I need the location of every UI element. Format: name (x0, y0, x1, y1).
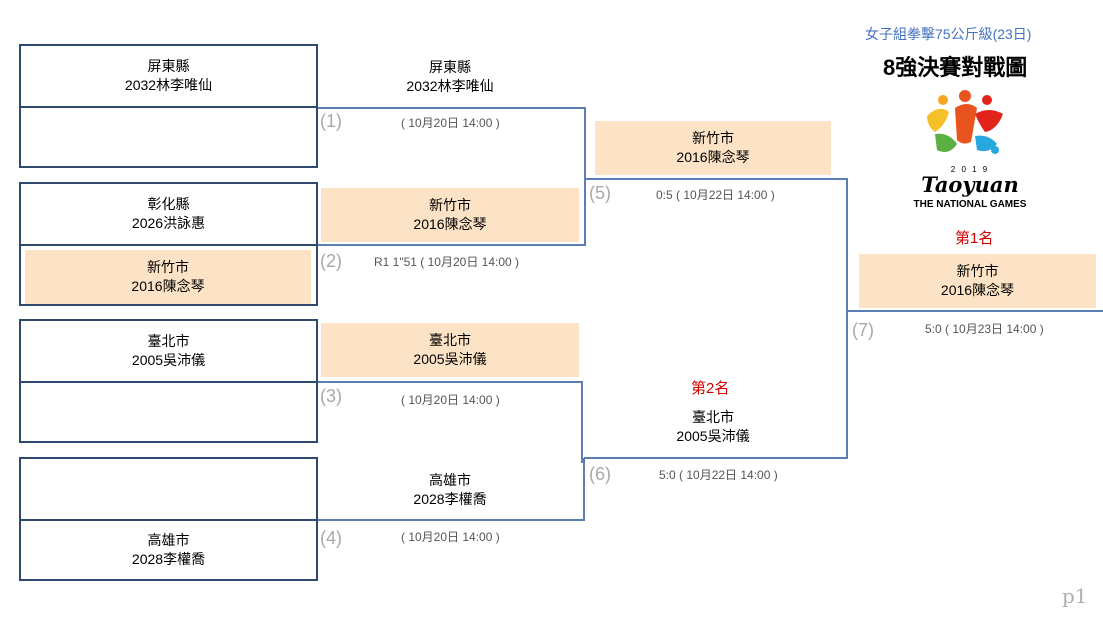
match-result: ( 10月20日 14:00 ) (401, 530, 500, 544)
competitor-county: 臺北市 (147, 333, 190, 349)
final-winner-slot: 新竹市 2016陳念琴 (859, 254, 1096, 308)
bracket-line (846, 178, 848, 459)
match-number: (5) (589, 183, 611, 203)
bracket-title: 8強決賽對戰圖 (883, 55, 1028, 80)
competitor-county: 屏東縣 (429, 59, 471, 75)
logo-year: 2 0 1 9 (950, 165, 990, 174)
bracket-line (847, 310, 1103, 312)
taoyuan-logo: 2 0 1 9 Taoyuan THE NATIONAL GAMES (905, 86, 1035, 214)
bracket-line (584, 178, 847, 180)
logo-wordmark: Taoyuan (921, 172, 1019, 197)
match-result: 0:5 ( 10月22日 14:00 ) (656, 188, 775, 202)
competitor-county: 新竹市 (429, 197, 471, 213)
bracket-line (318, 107, 584, 109)
competitor-name: 2032林李唯仙 (124, 77, 213, 93)
competitor-slot: 高雄市 2028李權喬 (21, 521, 316, 579)
round2-slot: 高雄市 2028李權喬 (320, 469, 580, 511)
match-number: (1) (320, 111, 342, 131)
bracket-subtitle: 女子組拳擊75公斤級(23日) (865, 26, 1032, 42)
bracket-line (318, 244, 584, 246)
bracket-line (584, 107, 586, 246)
match-result: R1 1"51 ( 10月20日 14:00 ) (374, 255, 520, 269)
match-result: 5:0 ( 10月23日 14:00 ) (925, 322, 1044, 336)
match-result: 5:0 ( 10月22日 14:00 ) (659, 468, 778, 482)
bracket-line (583, 458, 585, 521)
competitor-name: 2016陳念琴 (940, 282, 1015, 298)
page-label: p1 (1062, 584, 1088, 608)
competitor-name: 2016陳念琴 (413, 216, 487, 232)
round2-slot-winner: 新竹市 2016陳念琴 (321, 188, 579, 242)
competitor-name: 2016陳念琴 (676, 149, 750, 165)
competitor-name: 2005吳沛儀 (131, 352, 206, 368)
competitor-county: 新竹市 (147, 259, 189, 275)
round2-slot: 屏東縣 2032林李唯仙 (320, 56, 580, 98)
logo-caption: THE NATIONAL GAMES (913, 199, 1027, 210)
mascot-figures-icon (927, 90, 1003, 154)
match-number: (2) (320, 251, 342, 271)
divider (21, 519, 318, 521)
bracket-line (584, 457, 847, 459)
competitor-name: 2032林李唯仙 (406, 78, 494, 94)
divider (21, 244, 318, 246)
competitor-county: 新竹市 (692, 130, 734, 146)
divider (21, 106, 318, 108)
match-number: (7) (852, 320, 874, 340)
competitor-county: 屏東縣 (147, 58, 190, 74)
competitor-slot-winner: 新竹市 2016陳念琴 (25, 250, 311, 304)
competitor-county: 新竹市 (956, 263, 999, 279)
competitor-name: 2026洪詠惠 (131, 215, 206, 231)
competitor-name: 2016陳念琴 (131, 278, 205, 294)
match-result: ( 10月20日 14:00 ) (401, 116, 500, 130)
competitor-slot: 臺北市 2005吳沛儀 (21, 321, 316, 381)
competitor-slot (21, 383, 316, 441)
competitor-slot (21, 108, 316, 166)
competitor-county: 高雄市 (147, 532, 190, 548)
competitor-slot: 屏東縣 2032林李唯仙 (21, 46, 316, 106)
first-place-label: 第1名 (955, 230, 994, 247)
match-number: (3) (320, 386, 342, 406)
competitor-name: 2028李權喬 (131, 551, 206, 567)
competitor-county: 彰化縣 (147, 196, 190, 212)
competitor-name: 2028李權喬 (413, 491, 487, 507)
competitor-slot (21, 459, 316, 519)
competitor-name: 2005吳沛儀 (413, 351, 487, 367)
divider (21, 381, 318, 383)
semifinal-slot: 臺北市 2005吳沛儀 (595, 405, 831, 449)
bracket-line (581, 381, 583, 463)
competitor-slot: 彰化縣 2026洪詠惠 (21, 184, 316, 244)
competitor-county: 高雄市 (429, 472, 471, 488)
second-place-label: 第2名 (691, 380, 730, 397)
competitor-county: 臺北市 (692, 409, 734, 425)
bracket-line (318, 381, 582, 383)
bracket-line (318, 519, 584, 521)
round2-slot-winner: 臺北市 2005吳沛儀 (321, 323, 579, 377)
match-number: (4) (320, 528, 342, 548)
competitor-county: 臺北市 (429, 332, 471, 348)
match-number: (6) (589, 464, 611, 484)
match-result: ( 10月20日 14:00 ) (401, 393, 500, 407)
semifinal-slot-winner: 新竹市 2016陳念琴 (595, 121, 831, 175)
competitor-name: 2005吳沛儀 (676, 428, 750, 444)
